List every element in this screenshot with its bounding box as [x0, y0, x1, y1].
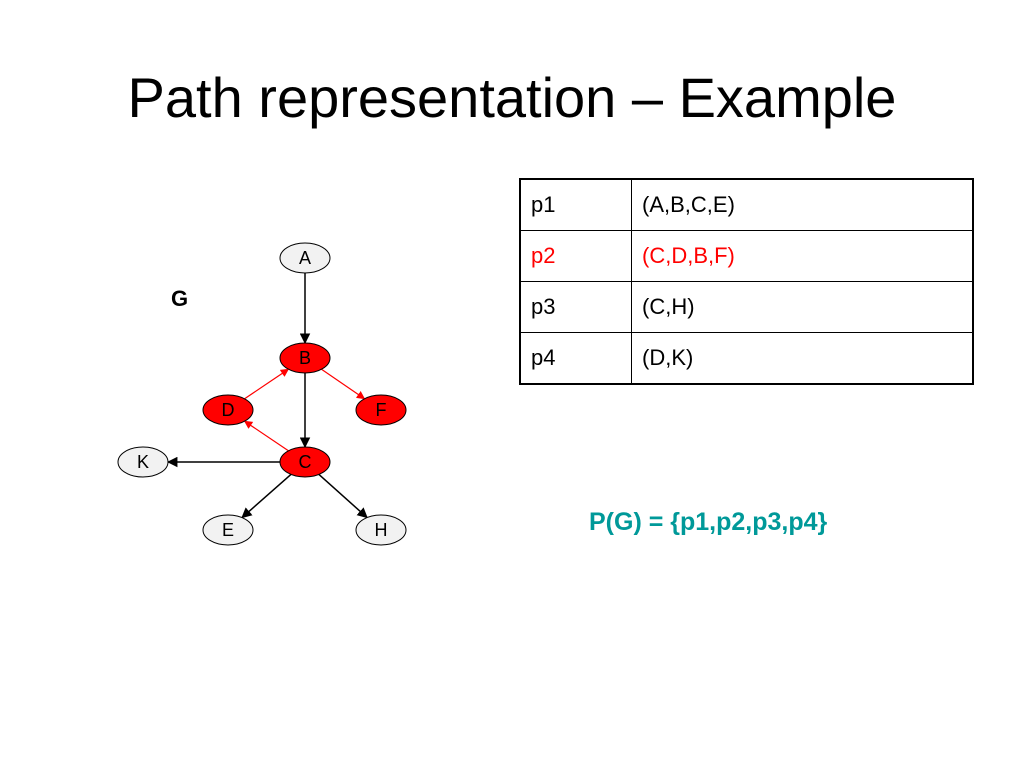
node-h: H [355, 514, 407, 546]
node-b: B [279, 342, 331, 374]
graph-label: G [171, 286, 189, 311]
node-e: E [202, 514, 254, 546]
node-label: C [299, 452, 312, 472]
table-row: p4(D,K) [519, 332, 974, 385]
path-sequence-cell: (A,B,C,E) [631, 178, 974, 231]
node-label: F [376, 400, 387, 420]
node-label: A [299, 248, 311, 268]
node-shape [355, 394, 407, 426]
path-name-cell: p4 [519, 332, 632, 385]
edge-c-e [241, 473, 292, 519]
node-shape [202, 394, 254, 426]
paths-table: p1(A,B,C,E)p2(C,D,B,F)p3(C,H)p4(D,K) [519, 178, 974, 385]
node-shape [279, 242, 331, 274]
node-f: F [355, 394, 407, 426]
node-k: K [117, 446, 169, 478]
graph-edges [166, 273, 368, 519]
graph-nodes: A B D F K C E H [117, 242, 407, 546]
edge-d-b [244, 368, 290, 400]
path-set-formula: P(G) = {p1,p2,p3,p4} [589, 508, 828, 536]
edge-c-h [318, 473, 368, 519]
path-name-cell: p3 [519, 281, 632, 333]
node-label: B [299, 348, 311, 368]
node-label: D [222, 400, 235, 420]
path-sequence-cell: (C,H) [631, 281, 974, 333]
path-name-cell: p1 [519, 178, 632, 231]
node-label: K [137, 452, 149, 472]
node-shape [117, 446, 169, 478]
node-shape [279, 342, 331, 374]
node-label: H [375, 520, 388, 540]
table-row: p3(C,H) [519, 281, 974, 333]
node-a: A [279, 242, 331, 274]
edge-c-d [243, 420, 289, 452]
node-shape [202, 514, 254, 546]
node-d: D [202, 394, 254, 426]
slide-title: Path representation – Example [127, 66, 897, 129]
node-shape [279, 446, 331, 478]
table-row: p2(C,D,B,F) [519, 230, 974, 282]
node-c: C [279, 446, 331, 478]
node-shape [355, 514, 407, 546]
node-label: E [222, 520, 234, 540]
path-sequence-cell: (C,D,B,F) [631, 230, 974, 282]
path-name-cell: p2 [519, 230, 632, 282]
path-sequence-cell: (D,K) [631, 332, 974, 385]
table-row: p1(A,B,C,E) [519, 178, 974, 231]
edge-b-f [321, 368, 366, 400]
